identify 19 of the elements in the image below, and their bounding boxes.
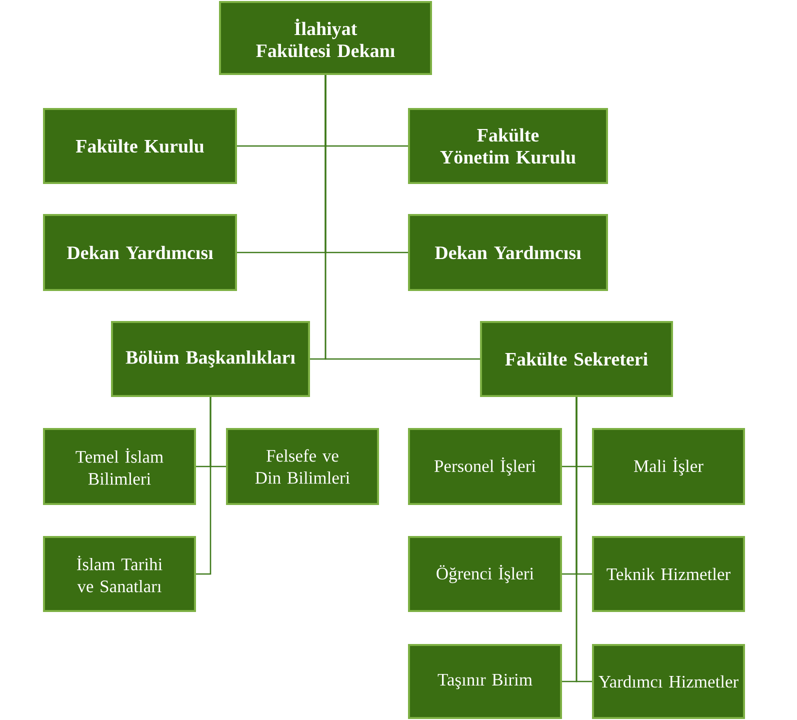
unit-box: Öğrenci İşleri	[408, 536, 562, 612]
unit-box: Felsefe ve Din Bilimleri	[226, 428, 379, 505]
connector-line	[324, 75, 480, 360]
org-box: Dekan Yardımcısı	[408, 214, 608, 291]
connector-line	[196, 397, 212, 575]
connector-line	[576, 397, 592, 682]
org-box: İlahiyat Fakültesi Dekanı	[219, 1, 432, 75]
unit-box: Teknik Hizmetler	[592, 536, 745, 612]
org-box: Fakülte Kurulu	[43, 108, 237, 184]
unit-box: İslam Tarihi ve Sanatları	[43, 536, 196, 612]
unit-box: Mali İşler	[592, 428, 745, 505]
unit-box: Temel İslam Bilimleri	[43, 428, 196, 505]
org-box: Fakülte Yönetim Kurulu	[408, 108, 608, 184]
unit-box: Taşınır Birim	[408, 644, 562, 719]
org-box: Bölüm Başkanlıkları	[111, 321, 310, 397]
unit-box: Personel İşleri	[408, 428, 562, 505]
org-box: Dekan Yardımcısı	[43, 214, 237, 291]
unit-box: Yardımcı Hizmetler	[592, 644, 745, 719]
org-box: Fakülte Sekreteri	[480, 321, 673, 397]
